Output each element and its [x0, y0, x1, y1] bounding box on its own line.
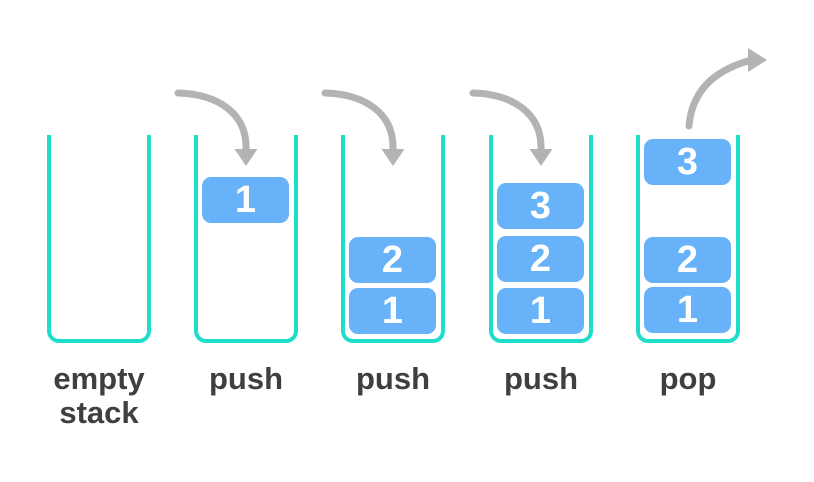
- stack-block: 3: [497, 183, 584, 229]
- stack-container: [636, 135, 740, 343]
- operation-label: push: [208, 361, 284, 396]
- stack-container: [194, 135, 298, 343]
- operation-label: push: [503, 361, 579, 396]
- operation-label: pop: [659, 361, 717, 396]
- stack-block: 2: [644, 237, 731, 283]
- stack-block: 1: [349, 288, 436, 334]
- stack-container: [489, 135, 593, 343]
- stack-block: 3: [644, 139, 731, 185]
- operation-label: push: [355, 361, 431, 396]
- stack-container: [47, 135, 151, 343]
- stack-block: 1: [497, 288, 584, 334]
- stack-block: 1: [202, 177, 289, 223]
- stack-block: 1: [644, 287, 731, 333]
- pop-arrow-head: [748, 48, 767, 72]
- stack-block: 2: [497, 236, 584, 282]
- operation-label: empty stack: [53, 361, 145, 430]
- stack-container: [341, 135, 445, 343]
- panel-push-2: push 2 1: [341, 0, 445, 482]
- panel-push-1: push 1: [194, 0, 298, 482]
- panel-push-3: push 3 2 1: [489, 0, 593, 482]
- panel-empty-stack: empty stack: [47, 0, 151, 482]
- stack-block: 2: [349, 237, 436, 283]
